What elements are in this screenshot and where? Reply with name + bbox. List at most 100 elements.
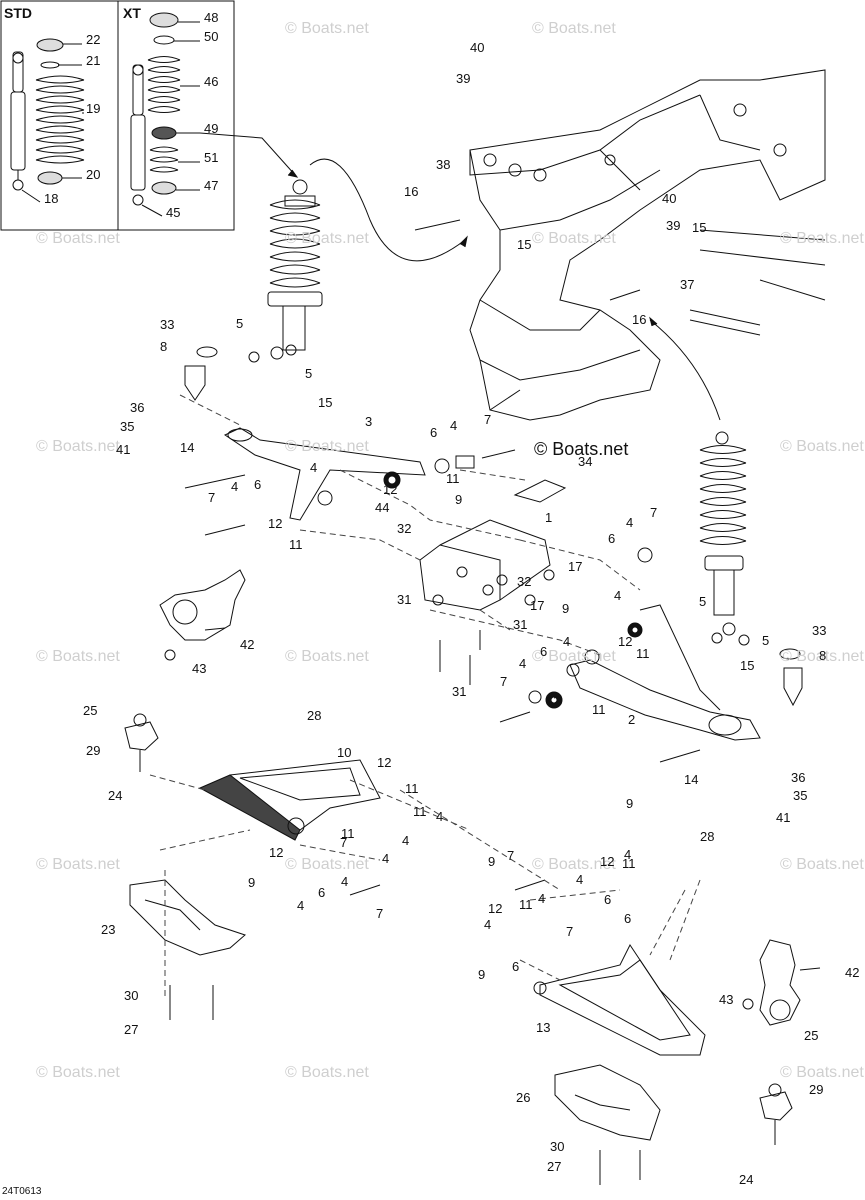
part-callout: 29 bbox=[86, 743, 101, 758]
part-callout: 2 bbox=[628, 712, 636, 727]
watermark: © Boats.net bbox=[285, 856, 369, 873]
part-callout: 8 bbox=[819, 648, 827, 663]
part-callout: 4 bbox=[624, 847, 632, 862]
watermark: © Boats.net bbox=[36, 438, 120, 455]
part-callout: 47 bbox=[204, 178, 219, 193]
part-callout: 11 bbox=[289, 537, 303, 552]
center-bracket bbox=[419, 479, 567, 611]
part-callout: 10 bbox=[337, 745, 352, 760]
watermark: © Boats.net bbox=[36, 648, 120, 665]
part-callout: 21 bbox=[86, 53, 101, 68]
part-callout: 9 bbox=[626, 796, 634, 811]
part-callout: 35 bbox=[793, 788, 808, 803]
part-callout: 4 bbox=[538, 891, 546, 906]
part-callout: 24 bbox=[739, 1172, 754, 1187]
part-callout: 40 bbox=[470, 40, 485, 55]
part-callout: 45 bbox=[166, 205, 181, 220]
part-callout: 31 bbox=[513, 617, 528, 632]
watermark: © Boats.net bbox=[780, 438, 864, 455]
part-callout: 36 bbox=[791, 770, 806, 785]
part-callout: 7 bbox=[566, 924, 574, 939]
part-callout: 40 bbox=[662, 191, 677, 206]
part-callout: 11 bbox=[592, 702, 606, 717]
watermark: © Boats.net bbox=[780, 648, 864, 665]
part-callout: 12 bbox=[269, 845, 284, 860]
part-callout: 4 bbox=[563, 634, 571, 649]
part-callout: 41 bbox=[116, 442, 131, 457]
part-callout: 9 bbox=[455, 492, 463, 507]
std-title: STD bbox=[4, 5, 32, 21]
part-callout: 7 bbox=[208, 490, 216, 505]
vehicle-frame bbox=[469, 69, 826, 421]
part-callout: 15 bbox=[740, 658, 755, 673]
part-callout: 4 bbox=[341, 874, 349, 889]
part-callout: 12 bbox=[618, 634, 633, 649]
part-callout: 37 bbox=[680, 277, 695, 292]
watermark: © Boats.net bbox=[532, 856, 616, 873]
part-callout: 5 bbox=[236, 316, 244, 331]
std-coil-spring bbox=[35, 38, 85, 185]
part-callout: 11 bbox=[622, 856, 636, 871]
part-callout: 16 bbox=[404, 184, 419, 199]
part-callout: 6 bbox=[608, 531, 616, 546]
part-callout: 41 bbox=[776, 810, 791, 825]
part-callout: 4 bbox=[436, 809, 444, 824]
part-callout: 35 bbox=[120, 419, 135, 434]
part-callout: 5 bbox=[699, 594, 707, 609]
xt-title: XT bbox=[123, 5, 141, 21]
part-callout: 28 bbox=[700, 829, 715, 844]
watermark: © Boats.net bbox=[285, 438, 369, 455]
part-callout: 48 bbox=[204, 10, 219, 25]
part-callout: 9 bbox=[488, 854, 496, 869]
watermark: © Boats.net bbox=[36, 230, 120, 247]
part-callout: 6 bbox=[624, 911, 632, 926]
part-callout: 20 bbox=[86, 167, 101, 182]
part-callout: 4 bbox=[231, 479, 239, 494]
part-callout: 11 bbox=[519, 897, 533, 912]
part-callout: 31 bbox=[397, 592, 412, 607]
part-callout: 6 bbox=[318, 885, 326, 900]
part-callout: 11 bbox=[405, 781, 419, 796]
part-callout: 33 bbox=[160, 317, 175, 332]
part-callout: 27 bbox=[124, 1022, 139, 1037]
part-callout: 17 bbox=[530, 598, 545, 613]
watermark: © Boats.net bbox=[532, 20, 616, 37]
part-callout: 33 bbox=[812, 623, 827, 638]
part-callout: 51 bbox=[204, 150, 219, 165]
part-callout: 4 bbox=[297, 898, 305, 913]
part-callout: 4 bbox=[484, 917, 492, 932]
diagram-code: 24T0613 bbox=[2, 1186, 42, 1197]
part-callout: 42 bbox=[845, 965, 860, 980]
part-callout: 13 bbox=[536, 1020, 551, 1035]
part-callout: 4 bbox=[626, 515, 634, 530]
part-callout: 12 bbox=[383, 482, 398, 497]
part-callout: 18 bbox=[44, 191, 59, 206]
right-ball-joint bbox=[759, 1083, 793, 1145]
part-callout: 4 bbox=[402, 833, 410, 848]
part-callout: 15 bbox=[318, 395, 333, 410]
part-callout: 6 bbox=[604, 892, 612, 907]
left-shock-assembly bbox=[248, 179, 323, 363]
part-callout: 7 bbox=[650, 505, 658, 520]
part-callout: 9 bbox=[248, 875, 256, 890]
part-callout: 28 bbox=[307, 708, 322, 723]
left-lower-a-arm bbox=[198, 759, 381, 841]
part-callout: 7 bbox=[507, 848, 515, 863]
part-callout: 23 bbox=[101, 922, 116, 937]
part-callout: 3 bbox=[365, 414, 373, 429]
part-callout: 12 bbox=[546, 693, 561, 708]
part-callout: 7 bbox=[500, 674, 508, 689]
part-callout: 36 bbox=[130, 400, 145, 415]
part-callout: 15 bbox=[517, 237, 532, 252]
watermark: © Boats.net bbox=[36, 856, 120, 873]
part-callout: 44 bbox=[375, 500, 390, 515]
part-callout: 30 bbox=[124, 988, 139, 1003]
part-callout: 6 bbox=[254, 477, 262, 492]
part-callout: 15 bbox=[692, 220, 707, 235]
part-callout: 4 bbox=[614, 588, 622, 603]
part-callout: 11 bbox=[446, 471, 460, 486]
right-lower-arm-13 bbox=[533, 944, 706, 1056]
upper-ball-joint-right bbox=[779, 648, 803, 707]
watermark: © Boats.net bbox=[285, 648, 369, 665]
